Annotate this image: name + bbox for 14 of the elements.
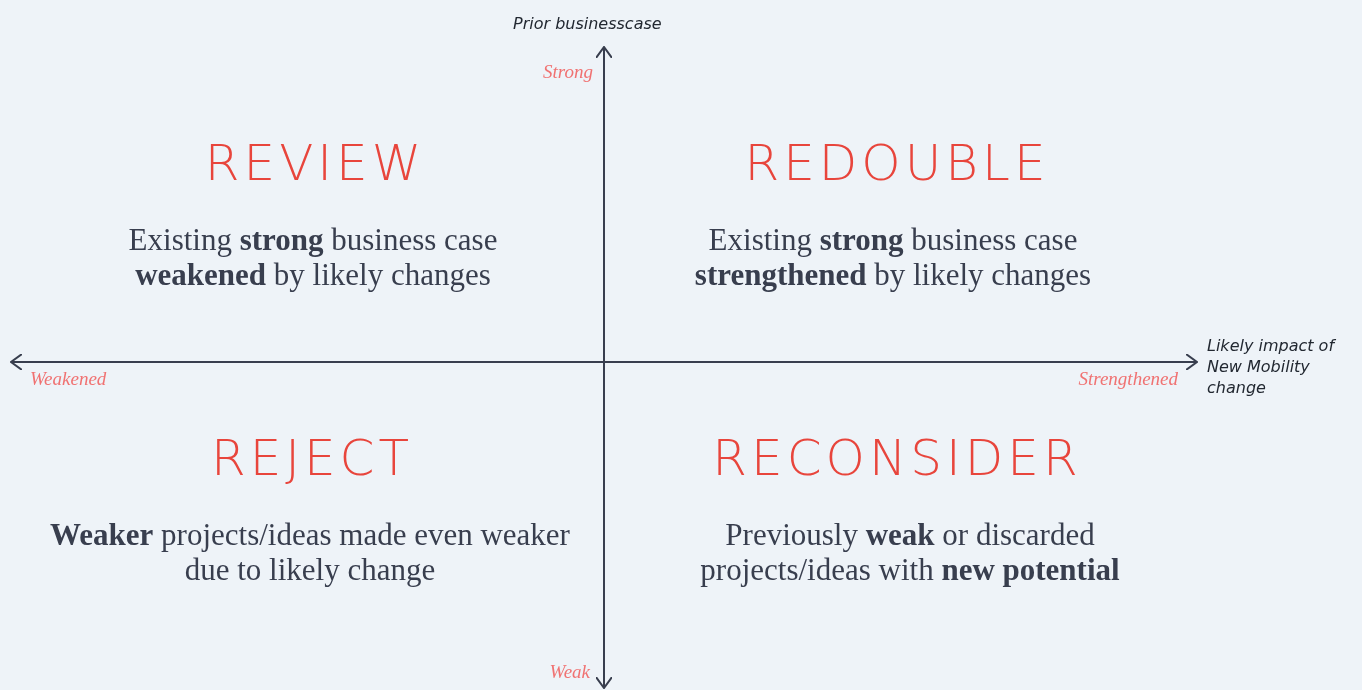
axis-title: Prior businesscase [513,13,663,34]
quadrant-description: Existing strong business case weakened by likely changes [127,222,499,292]
quadrant-description: Existing strong business case strengthened by likely changes [693,222,1093,292]
axis-title: Likely impact of New Mobility change [1207,335,1337,398]
axis-tick-label: Weak [549,661,590,683]
quadrant-heading: REDOUBLE [743,134,1051,192]
quadrant-description: Previously weak or discarded projects/ideas with new potential [699,517,1121,587]
axis-tick-label: Weakened [30,368,107,390]
quadrant-heading: RECONSIDER [711,429,1083,487]
quadrant-heading: REVIEW [203,134,427,192]
quadrant-heading: REJECT [209,429,415,487]
axis-tick-label: Strong [543,61,593,83]
quadrant-description: Weaker projects/ideas made even weaker due to likely change [50,517,570,587]
axis-tick-label: Strengthened [1078,368,1178,390]
